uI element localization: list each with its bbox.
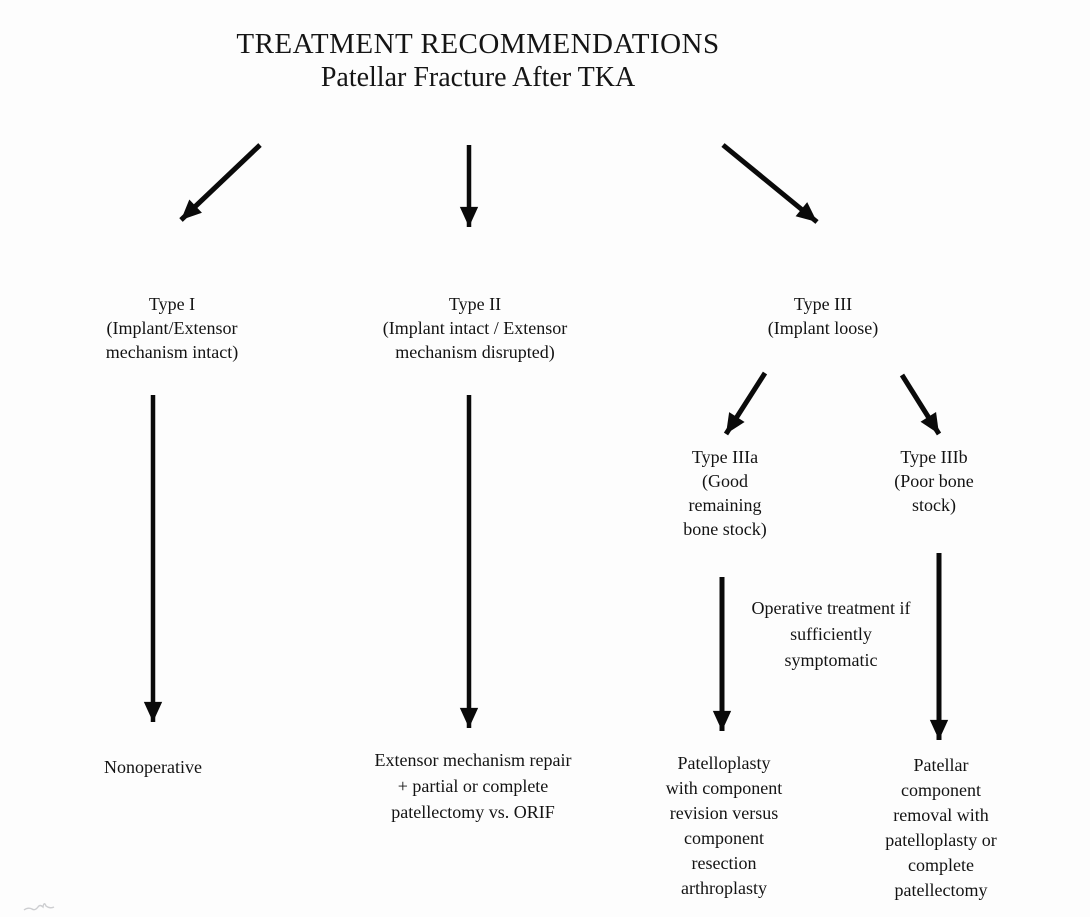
node-type3b-label: Type IIIb (Poor bone stock) xyxy=(894,447,974,515)
diagram-title: TREATMENT RECOMMENDATIONS Patellar Fract… xyxy=(150,27,806,94)
scan-artifact-mark xyxy=(23,903,55,911)
node-type1-label: Type I (Implant/Extensor mechanism intac… xyxy=(105,294,239,362)
arrow-title-to-type3 xyxy=(721,143,819,224)
diagram-title-line1: TREATMENT RECOMMENDATIONS xyxy=(236,28,720,60)
arrow-type3-to-type3a xyxy=(723,371,768,436)
edge-label-operative-treatment: Operative treatment if sufficiently symp… xyxy=(751,598,911,670)
arrow-type3-to-type3b xyxy=(899,373,942,436)
outcome-type3a: Patelloplasty with component revision ve… xyxy=(665,753,783,898)
node-type3a-label: Type IIIa (Good remaining bone stock) xyxy=(683,447,767,539)
arrow-title-to-type1 xyxy=(179,143,262,222)
outcome-type1: Nonoperative xyxy=(104,757,202,777)
outcome-type2: Extensor mechanism repair + partial or c… xyxy=(374,750,572,822)
node-type3-label: Type III (Implant loose) xyxy=(767,294,879,338)
diagram-title-line2: Patellar Fracture After TKA xyxy=(320,62,636,93)
outcome-type3b: Patellar component removal with patellop… xyxy=(885,755,997,900)
node-type2-label: Type II (Implant intact / Extensor mecha… xyxy=(382,294,568,362)
